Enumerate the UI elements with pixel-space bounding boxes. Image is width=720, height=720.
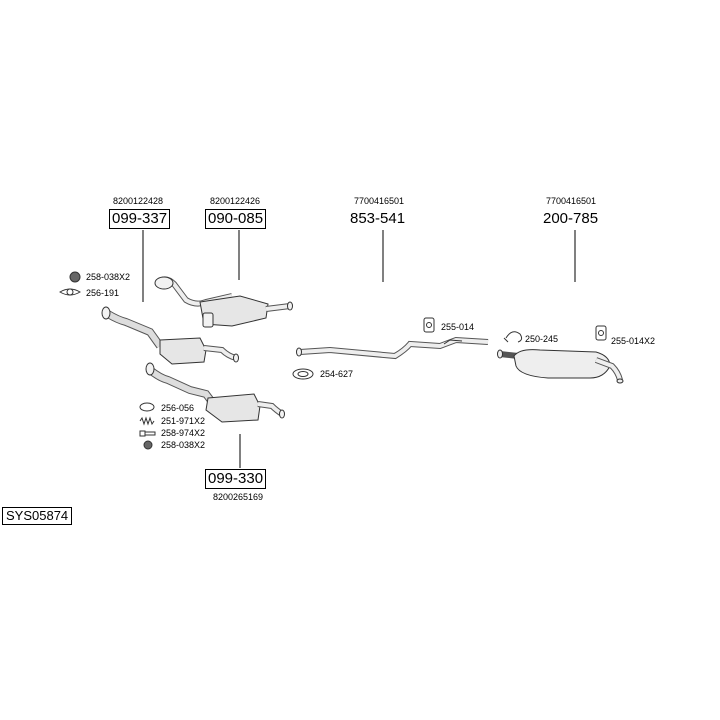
accessory-label[interactable]: 256-191 [86,288,120,298]
oem-ref-090-085: 8200122426 [210,196,261,206]
accessory-label[interactable]: 258-038X2 [86,272,131,282]
leader-lines [142,230,576,468]
mounting-hanger-icon [423,317,435,333]
front-pipe-099-337 [101,306,239,365]
accessory-label[interactable]: 255-014 [441,322,475,332]
accessory-label[interactable]: 258-974X2 [161,428,206,438]
oem-ref-099-330: 8200265169 [213,492,264,502]
part-number-099-337[interactable]: 099-337 [109,209,171,229]
spring-icon [139,416,155,426]
intermediate-pipe-853-541 [296,336,489,360]
part-number-099-330[interactable]: 099-330 [205,469,267,489]
part-number-853-541[interactable]: 853-541 [350,210,406,227]
accessory-label[interactable]: 250-245 [525,334,559,344]
oem-ref-099-337: 8200122428 [113,196,164,206]
accessory-label[interactable]: 258-038X2 [161,440,206,450]
gasket-ring-icon [292,368,314,380]
sealing-ring-icon [139,402,155,412]
accessory-label[interactable]: 255-014X2 [611,336,656,346]
system-code: SYS05874 [2,507,73,525]
rubber-hanger-icon [69,271,81,283]
rear-silencer-200-785 [497,349,624,384]
rubber-hanger-icon [143,440,153,450]
part-number-090-085[interactable]: 090-085 [205,209,267,229]
oem-ref-853-541: 7700416501 [354,196,405,206]
accessory-label[interactable]: 256-056 [161,403,195,413]
accessory-label[interactable]: 254-627 [320,369,354,379]
front-pipe-099-330 [145,362,285,423]
catalytic-converter-090-085 [154,276,293,328]
flange-gasket-icon [59,288,81,296]
bolt-icon [139,430,156,437]
mounting-hanger-icon [595,325,607,341]
accessory-label[interactable]: 251-971X2 [161,416,206,426]
pipe-clamp-icon [503,331,523,343]
part-number-200-785[interactable]: 200-785 [543,210,599,227]
oem-ref-200-785: 7700416501 [546,196,597,206]
